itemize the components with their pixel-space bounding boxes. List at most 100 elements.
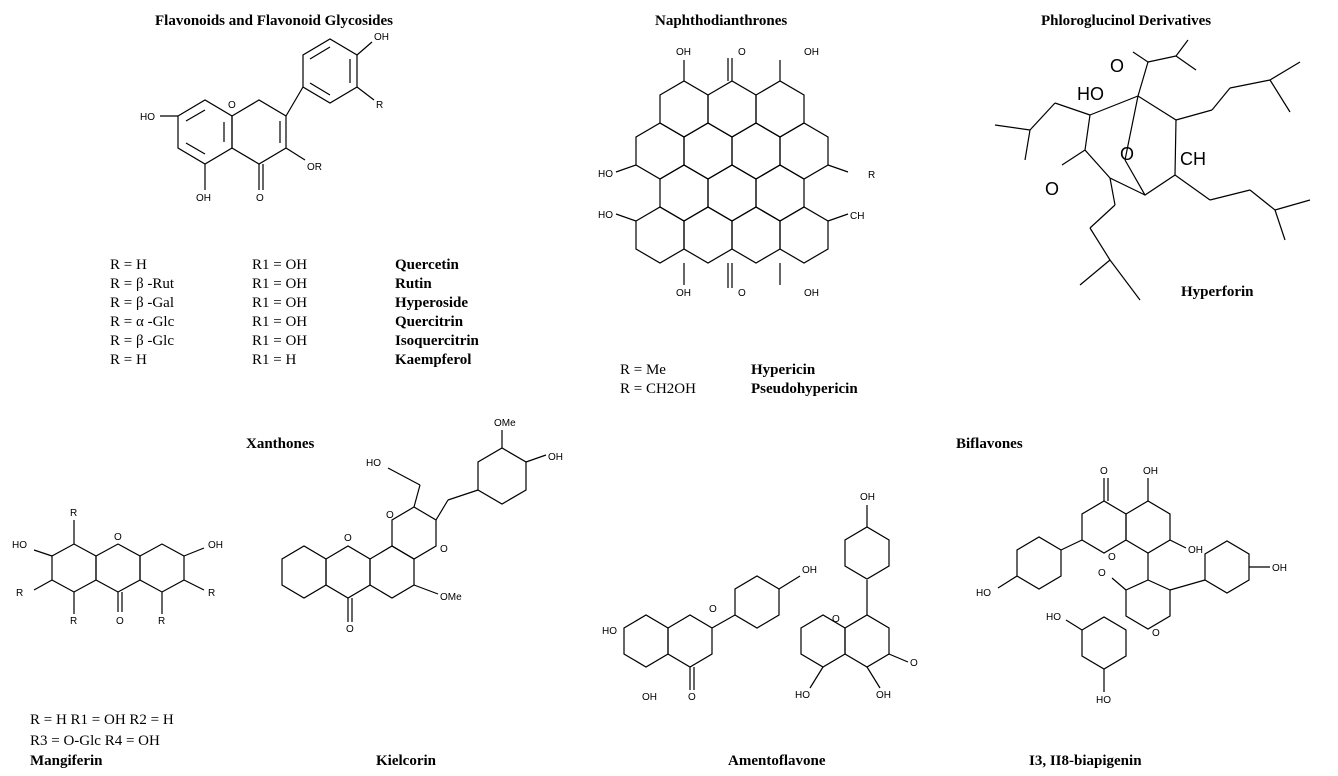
amentoflavone-name: Amentoflavone <box>728 753 826 769</box>
biapigenin-structure: HO O OH OH O O OH HO O HO <box>976 466 1287 706</box>
hyperforin-label: O <box>1110 56 1124 76</box>
flavonoid-label: OR <box>307 162 322 173</box>
hypericin-label: CH <box>850 211 864 222</box>
mangiferin-label: O <box>116 616 124 627</box>
flavonoid-r1: R1 = OH <box>252 314 308 330</box>
kielcorin-label: O <box>440 544 448 555</box>
naphtho-name: Pseudohypericin <box>751 381 858 397</box>
biapigenin-name: I3, II8-biapigenin <box>1029 753 1142 769</box>
amentoflavone-label: OH <box>642 692 657 703</box>
amentoflavone-label: O <box>832 614 840 625</box>
hypericin-label: OH <box>676 47 691 58</box>
amentoflavone-label: HO <box>602 626 617 637</box>
flavonoid-r: R = α -Glc <box>110 314 175 330</box>
hyperforin-name: Hyperforin <box>1181 284 1254 300</box>
section-title-naphthodianthrones: Naphthodianthrones <box>655 13 788 29</box>
amentoflavone-label: OH <box>876 690 891 701</box>
hypericin-label: O <box>738 288 746 299</box>
section-title-xanthones: Xanthones <box>246 436 315 452</box>
hyperforin-label: HO <box>1077 84 1104 104</box>
biapigenin-label: HO <box>976 588 991 599</box>
hypericin-label: R <box>868 170 875 181</box>
section-title-phloroglucinol: Phloroglucinol Derivatives <box>1041 13 1212 29</box>
mangiferin-structure: HO R O OH R R R O R <box>12 508 223 627</box>
biapigenin-label: O <box>1100 466 1108 477</box>
hyperforin-label: CH <box>1180 149 1206 169</box>
hypericin-structure: OH O OH HO HO R CH OH O OH <box>598 47 875 299</box>
flavonoid-name: Quercitrin <box>395 314 464 330</box>
hypericin-label: OH <box>676 288 691 299</box>
flavonoid-ring-b <box>302 38 358 104</box>
amentoflavone-label: OH <box>802 565 817 576</box>
flavonoid-structure: HO O OH R OR OH O <box>140 32 389 204</box>
hypericin-label: OH <box>804 288 819 299</box>
flavonoid-r: R = H <box>110 257 147 273</box>
flavonoid-label: O <box>256 193 264 204</box>
flavonoid-label: R <box>376 100 383 111</box>
section-title-flavonoids: Flavonoids and Flavonoid Glycosides <box>155 13 393 29</box>
naphtho-r: R = Me <box>620 362 666 378</box>
biapigenin-label: HO <box>1096 695 1111 706</box>
flavonoid-name: Rutin <box>395 276 432 292</box>
flavonoid-name: Quercetin <box>395 257 459 273</box>
biapigenin-label: HO <box>1046 612 1061 623</box>
mangiferin-line2: R3 = O-Glc R4 = OH <box>30 733 160 749</box>
naphtho-r: R = CH2OH <box>620 381 696 397</box>
kielcorin-label: O <box>386 510 394 521</box>
flavonoid-r1: R1 = OH <box>252 276 308 292</box>
mangiferin-label: R <box>70 616 77 627</box>
flavonoid-label: OH <box>196 193 211 204</box>
flavonoid-r1: R1 = H <box>252 352 297 368</box>
section-title-biflavones: Biflavones <box>956 436 1023 452</box>
flavonoid-name: Kaempferol <box>395 352 472 368</box>
flavonoid-label: OH <box>374 32 389 43</box>
biapigenin-label: OH <box>1143 466 1158 477</box>
mangiferin-name: Mangiferin <box>30 753 103 769</box>
mangiferin-label: O <box>114 532 122 543</box>
flavonoid-ring-c <box>231 99 287 165</box>
biapigenin-label: OH <box>1272 563 1287 574</box>
biapigenin-label: OH <box>1188 545 1203 556</box>
hyperforin-structure: HO O O O CH <box>994 39 1311 301</box>
flavonoid-r: R = β -Rut <box>110 276 175 292</box>
flavonoid-r1: R1 = OH <box>252 257 308 273</box>
mangiferin-label: HO <box>12 540 27 551</box>
amentoflavone-label: HO <box>795 690 810 701</box>
flavonoid-r: R = H <box>110 352 147 368</box>
flavonoid-r1: R1 = OH <box>252 295 308 311</box>
mangiferin-label: R <box>70 508 77 519</box>
mangiferin-line1: R = H R1 = OH R2 = H <box>30 712 174 728</box>
amentoflavone-label: OH <box>860 492 875 503</box>
hyperforin-label: O <box>1045 179 1059 199</box>
hypericin-label: HO <box>598 169 613 180</box>
amentoflavone-label: O <box>709 604 717 615</box>
flavonoid-name: Isoquercitrin <box>395 333 479 349</box>
kielcorin-label: OH <box>548 452 563 463</box>
amentoflavone-structure: HO O OH O OH O OH O HO OH <box>602 492 918 703</box>
kielcorin-label: OMe <box>440 592 462 603</box>
biapigenin-label: O <box>1098 568 1106 579</box>
kielcorin-label: O <box>346 624 354 635</box>
hypericin-label: O <box>738 47 746 58</box>
mangiferin-label: R <box>158 616 165 627</box>
flavonoid-label: HO <box>140 112 155 123</box>
kielcorin-label: OMe <box>494 418 516 429</box>
mangiferin-label: R <box>208 588 215 599</box>
amentoflavone-label: O <box>688 692 696 703</box>
biapigenin-label: O <box>1152 628 1160 639</box>
flavonoid-name: Hyperoside <box>395 295 469 311</box>
flavonoid-r: R = β -Glc <box>110 333 174 349</box>
flavonoid-r: R = β -Gal <box>110 295 174 311</box>
kielcorin-label: HO <box>366 458 381 469</box>
flavonoid-label: O <box>228 100 236 111</box>
kielcorin-name: Kielcorin <box>376 753 436 769</box>
hypericin-label: OH <box>804 47 819 58</box>
kielcorin-label: O <box>344 533 352 544</box>
flavonoid-r1: R1 = OH <box>252 333 308 349</box>
hypericin-label: HO <box>598 210 613 221</box>
hyperforin-label: O <box>1120 144 1134 164</box>
kielcorin-structure: HO O O O OMe OH OMe O <box>281 418 563 635</box>
naphtho-name: Hypericin <box>751 362 816 378</box>
mangiferin-label: R <box>16 588 23 599</box>
